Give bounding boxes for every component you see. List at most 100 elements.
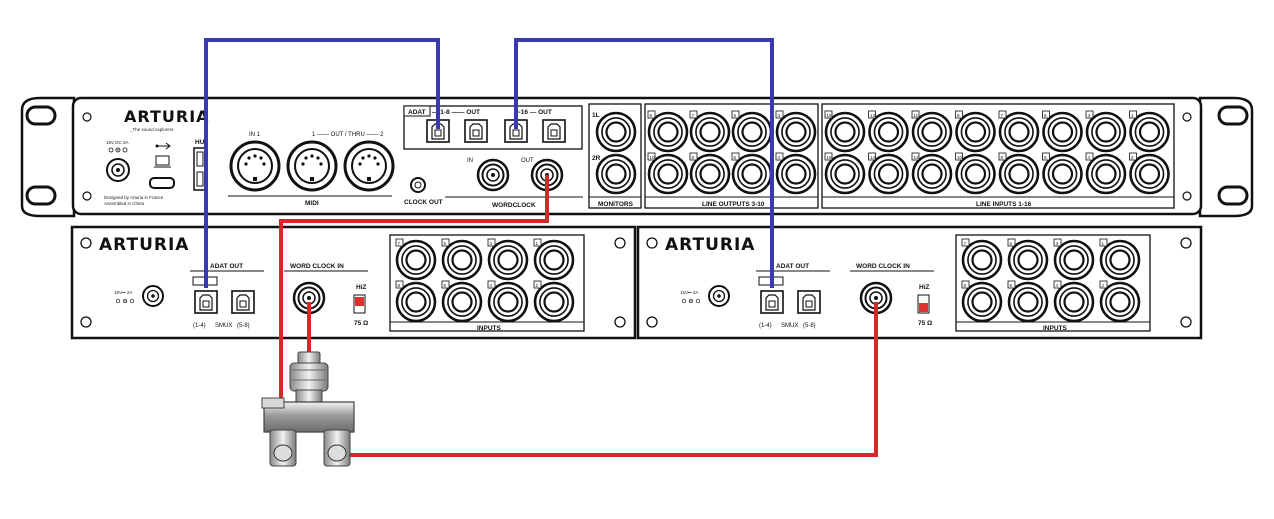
- line-output-jack[interactable]: 10: [647, 152, 689, 195]
- line-input-jack[interactable]: 9: [955, 110, 996, 153]
- jack-number: 6: [1044, 155, 1047, 160]
- power-polarity-icon: [115, 298, 135, 304]
- expander-input-jack[interactable]: 6: [441, 280, 483, 323]
- jack-number: 1: [1131, 113, 1134, 118]
- line-output-jack[interactable]: 9: [647, 110, 689, 153]
- expander-input-jack[interactable]: 2: [533, 280, 575, 323]
- midi-port-in[interactable]: [229, 140, 281, 192]
- midi-port-out-2[interactable]: [343, 140, 395, 192]
- wordclock-out-label: OUT: [521, 158, 534, 164]
- line-input-jack[interactable]: 7: [998, 110, 1040, 153]
- expander-input-jack[interactable]: 8: [395, 280, 437, 323]
- expander-wordclock-in-bnc[interactable]: [859, 281, 893, 315]
- line-input-jack[interactable]: 11: [911, 110, 953, 153]
- line-input-jack[interactable]: 13: [868, 110, 909, 153]
- hiz-75ohm-switch[interactable]: [917, 294, 930, 314]
- jack-number: 2: [1131, 155, 1134, 160]
- hiz-75ohm-switch[interactable]: [353, 294, 366, 314]
- designed-in-label: Designed by Arturia in France: [104, 195, 164, 200]
- hub-label: HU: [195, 139, 205, 146]
- expander-input-jack[interactable]: 5: [1007, 238, 1049, 281]
- jack-number: 6: [1010, 283, 1013, 288]
- line-input-jack[interactable]: 8: [998, 152, 1040, 195]
- line-input-jack[interactable]: 4: [1085, 152, 1127, 195]
- expander-brand-logo: ARTURIA: [99, 235, 189, 255]
- jack-number: 5: [1044, 113, 1047, 118]
- power-polarity-icon: [108, 147, 128, 153]
- expander-input-jack[interactable]: 1: [1099, 238, 1141, 281]
- line-input-jack[interactable]: 16: [824, 152, 866, 195]
- expander-adat-port-1[interactable]: [760, 290, 784, 314]
- usb-c-port[interactable]: [149, 177, 175, 189]
- bnc-top-connector[interactable]: [297, 351, 321, 365]
- line-input-jack[interactable]: 12: [911, 152, 953, 195]
- jack-number: 4: [1056, 283, 1059, 288]
- monitor-2r-jack[interactable]: [595, 153, 637, 195]
- monitor-1l-jack[interactable]: [595, 111, 637, 153]
- line-output-jack[interactable]: 4: [775, 152, 817, 195]
- adat-optical-port-2[interactable]: [464, 119, 488, 143]
- expander-input-jack[interactable]: 6: [1007, 280, 1049, 323]
- adat-optical-port-3[interactable]: [504, 119, 528, 143]
- expander-wordclock-in-label: WORD CLOCK IN: [290, 263, 344, 270]
- expander-power-jack[interactable]: [708, 285, 730, 307]
- expander-input-jack[interactable]: 3: [1053, 238, 1095, 281]
- expander-adat-port-2[interactable]: [231, 290, 255, 314]
- hiz-label: HiZ: [919, 284, 930, 291]
- line-input-jack[interactable]: 6: [1042, 152, 1083, 195]
- line-outputs-panel: [644, 103, 819, 209]
- line-input-jack[interactable]: 15: [824, 110, 866, 153]
- line-input-jack[interactable]: 5: [1042, 110, 1083, 153]
- jack-number: 4: [1088, 155, 1091, 160]
- expander-input-jack[interactable]: 7: [961, 238, 1003, 281]
- expander-adat-port-1[interactable]: [194, 290, 218, 314]
- expander-adat-out-label: ADAT OUT: [210, 263, 243, 270]
- expander-adat-port-2[interactable]: [797, 290, 821, 314]
- expander-power-label: 15V⎓ 2A: [680, 290, 698, 295]
- assembled-in-label: Assembled in China: [104, 201, 145, 206]
- line-output-jack[interactable]: 8: [689, 152, 731, 195]
- adat-cables: [204, 38, 774, 288]
- screw: [1180, 316, 1192, 328]
- expander-input-jack[interactable]: 4: [487, 280, 529, 323]
- monitor-1l-label: 1L: [592, 112, 600, 119]
- dc-power-jack[interactable]: [106, 158, 130, 182]
- expander-input-jack[interactable]: 2: [1099, 280, 1141, 323]
- adat-optical-port-4[interactable]: [542, 119, 566, 143]
- monitors-panel: [588, 103, 642, 209]
- expander-wordclock-in-label: WORD CLOCK IN: [856, 263, 910, 270]
- line-output-jack[interactable]: 3: [775, 110, 817, 153]
- jack-number: 7: [1001, 113, 1004, 118]
- line-input-jack[interactable]: 3: [1085, 110, 1127, 153]
- line-input-jack[interactable]: 2: [1129, 152, 1170, 195]
- expander-input-jack[interactable]: 7: [395, 238, 437, 281]
- line-input-jack[interactable]: 10: [955, 152, 996, 195]
- jack-number: 12: [914, 155, 920, 160]
- line-output-jack[interactable]: 7: [689, 110, 731, 153]
- expander-input-jack[interactable]: 5: [441, 238, 483, 281]
- jack-number: 14: [870, 155, 876, 160]
- line-output-jack[interactable]: 6: [731, 152, 773, 195]
- clock-out-jack[interactable]: [410, 177, 426, 193]
- smux-mid-label: SMUX: [215, 323, 232, 329]
- expander-power-jack[interactable]: [142, 285, 164, 307]
- adat-group-2-label: 9-16 — OUT: [515, 109, 552, 116]
- adat-optical-port-1[interactable]: [426, 119, 450, 143]
- wordclock-in-bnc[interactable]: [476, 158, 510, 192]
- expander-input-jack[interactable]: 3: [487, 238, 529, 281]
- screw: [614, 316, 626, 328]
- expander-inputs-panel: [389, 234, 585, 332]
- line-output-jack[interactable]: 5: [731, 110, 773, 153]
- bnc-t-splitter: [261, 351, 355, 467]
- line-input-jack[interactable]: 14: [868, 152, 909, 195]
- midi-port-out-1[interactable]: [286, 140, 338, 192]
- expander-input-jack[interactable]: 1: [533, 238, 575, 281]
- expander-input-jack[interactable]: 8: [961, 280, 1003, 323]
- jack-number: 3: [490, 241, 493, 246]
- jack-number: 3: [1056, 241, 1059, 246]
- expander-input-jack[interactable]: 4: [1053, 280, 1095, 323]
- screw: [82, 191, 92, 201]
- line-input-jack[interactable]: 1: [1129, 110, 1170, 153]
